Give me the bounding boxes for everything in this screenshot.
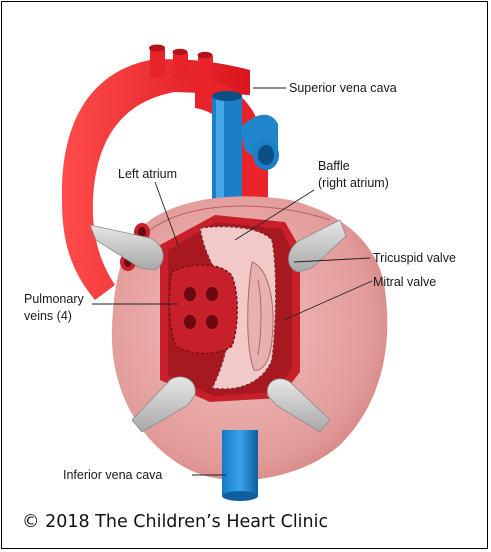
- label-inferior-vena-cava: Inferior vena cava: [63, 468, 162, 482]
- copyright-notice: © 2018 The Children’s Heart Clinic: [22, 512, 328, 532]
- label-tricuspid-valve: Tricuspid valve: [373, 251, 456, 265]
- label-left-atrium: Left atrium: [118, 167, 177, 181]
- label-mitral-valve: Mitral valve: [373, 275, 436, 289]
- label-pulmonary-veins-count: veins (4): [24, 309, 72, 323]
- label-baffle: Baffle: [318, 159, 350, 173]
- label-pulmonary: Pulmonary: [24, 292, 84, 306]
- pulmonary-veins: [169, 265, 237, 354]
- label-baffle-right-atrium: (right atrium): [318, 176, 389, 190]
- label-superior-vena-cava: Superior vena cava: [289, 81, 397, 95]
- inferior-vena-cava: [222, 430, 258, 501]
